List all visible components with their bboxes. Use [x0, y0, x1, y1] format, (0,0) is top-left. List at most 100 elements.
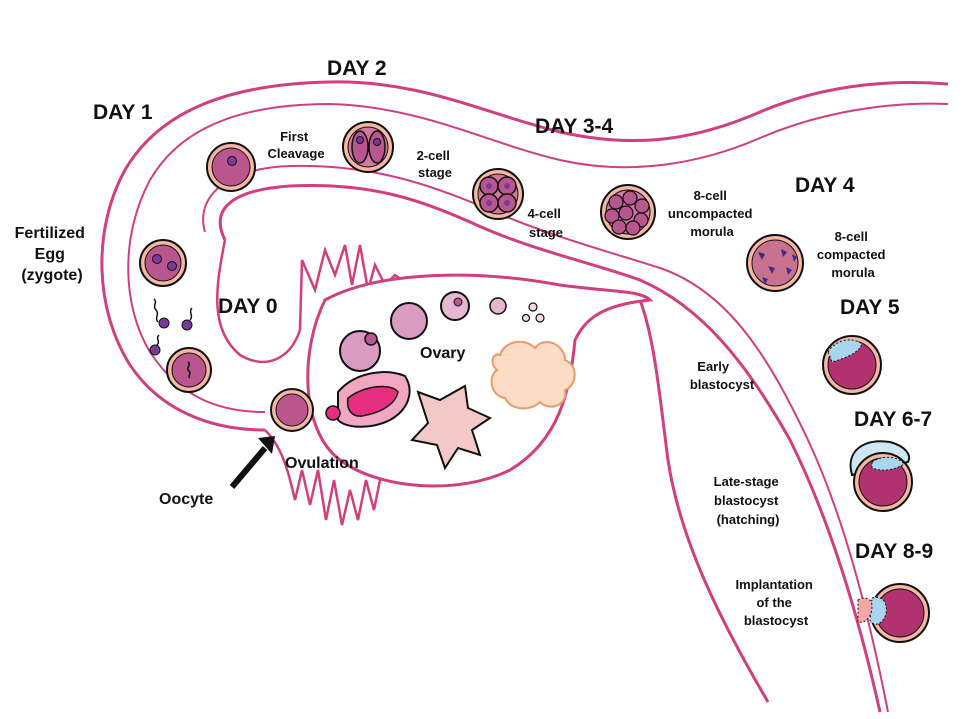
- uncompacted-cell-7: [611, 219, 627, 235]
- label-early-blastocyst-line-2: blastocyst: [690, 377, 755, 392]
- label-4-cell-line-2: stage: [529, 225, 563, 240]
- zygote-pronucleus-1: [152, 254, 162, 264]
- compacted-inner: [751, 239, 799, 287]
- labels: DAY 1 DAY 2 DAY 3-4 DAY 4 DAY 0 DAY 5 DA…: [15, 57, 934, 628]
- uncompacted-cell-2: [622, 190, 638, 206]
- cleaving-egg: [206, 142, 256, 192]
- released-egg: [325, 405, 341, 421]
- label-day-8-9: DAY 8-9: [855, 540, 933, 563]
- label-uncompacted-line-3: morula: [690, 224, 734, 239]
- two-cell-embryo: [342, 121, 394, 173]
- label-late-blastocyst: Late-stage blastocyst (hatching): [714, 474, 783, 527]
- label-compacted-line-3: morula: [831, 265, 875, 280]
- label-day-6-7: DAY 6-7: [854, 408, 932, 431]
- follicle-tiny: [489, 297, 507, 315]
- label-fertilized-line-2: Egg: [35, 246, 65, 263]
- label-early-blastocyst: Early blastocyst: [690, 359, 755, 392]
- sperm-tail-1: [153, 298, 159, 323]
- two-cell-nucleus-2: [373, 138, 381, 146]
- sperm-head-1: [158, 317, 170, 329]
- label-day-3-4: DAY 3-4: [535, 115, 614, 138]
- tube-lower-outer: [218, 183, 882, 713]
- oocyte-arrowhead: [258, 436, 275, 454]
- compacted-nucleus-3: [768, 266, 775, 274]
- follicle-dot-2: [535, 313, 545, 323]
- hatching-mass: [871, 456, 905, 471]
- two-cell-blastomere-2: [368, 130, 386, 164]
- label-4-cell-stage: 4-cell stage: [528, 206, 565, 240]
- zygote-inner: [144, 244, 182, 282]
- label-day-2: DAY 2: [327, 57, 387, 80]
- oocyte: [270, 388, 314, 432]
- four-cell-nucleus-2: [504, 183, 510, 189]
- early-blastocyst-mass: [827, 339, 863, 363]
- label-first-cleavage-line-2: Cleavage: [267, 146, 324, 161]
- fallopian-tube: [100, 80, 949, 713]
- label-implantation-line-3: blastocyst: [744, 613, 809, 628]
- zygote: [139, 239, 187, 287]
- label-8-cell-uncompacted: 8-cell uncompacted morula: [668, 188, 756, 239]
- label-early-blastocyst-line-1: Early: [697, 359, 730, 374]
- label-uncompacted-line-1: 8-cell: [694, 188, 727, 203]
- label-day-4: DAY 4: [795, 174, 855, 197]
- ruptured-follicle-core: [346, 385, 399, 417]
- uncompacted-cell-1: [608, 194, 624, 210]
- four-cell-nucleus-4: [504, 200, 510, 206]
- two-cell-blastomere-1: [351, 130, 369, 164]
- label-compacted-line-1: 8-cell: [835, 229, 868, 244]
- label-day-0: DAY 0: [218, 295, 278, 318]
- follicle-medium: [390, 302, 428, 340]
- hatching-blastocyst: [849, 440, 913, 512]
- label-ovary: Ovary: [420, 345, 465, 362]
- uncompacted-cell-5: [618, 205, 634, 221]
- label-2-cell-line-2: stage: [418, 165, 452, 180]
- sperm-tail-2: [189, 307, 193, 321]
- label-2-cell-stage: 2-cell stage: [417, 148, 454, 180]
- label-day-1: DAY 1: [93, 101, 153, 124]
- four-cell-nucleus-1: [486, 183, 492, 189]
- two-cell-nucleus-1: [356, 136, 364, 144]
- oocyte-inner: [275, 393, 309, 427]
- early-blastocyst: [822, 335, 882, 395]
- label-late-blastocyst-line-1: Late-stage: [714, 474, 779, 489]
- label-uncompacted-line-2: uncompacted: [668, 206, 753, 221]
- uncompacted-cell-3: [634, 198, 650, 214]
- follicle-dot-3: [521, 313, 531, 323]
- four-cell-nucleus-3: [486, 200, 492, 206]
- oocyte-arrow: [229, 446, 268, 489]
- sperm-head-2: [181, 319, 193, 331]
- label-implantation-line-2: of the: [756, 595, 791, 610]
- cleaving-egg-inner: [211, 147, 251, 187]
- penetrated-egg-sperm: [186, 361, 191, 379]
- tube-lower-inner: [202, 164, 889, 713]
- label-implantation-line-1: Implantation: [736, 577, 813, 592]
- ovary: [306, 273, 654, 488]
- label-4-cell-line-1: 4-cell: [528, 206, 561, 221]
- tube-outer-wall: [100, 80, 949, 432]
- sperm-tail-3: [156, 334, 160, 346]
- implanting-blastocyst: [857, 583, 930, 643]
- label-fertilized-egg: Fertilized Egg (zygote): [15, 225, 90, 284]
- label-fertilized-line-1: Fertilized: [15, 225, 85, 242]
- label-2-cell-line-1: 2-cell: [417, 148, 450, 163]
- follicle-small-egg: [453, 297, 463, 307]
- corpus-luteum-cloud: [490, 340, 576, 410]
- compacted-nucleus-6: [792, 254, 797, 262]
- label-late-blastocyst-line-2: blastocyst: [714, 493, 779, 508]
- label-fertilized-line-3: (zygote): [21, 267, 82, 284]
- compacted-nucleus-1: [758, 252, 765, 260]
- label-first-cleavage-line-1: First: [280, 129, 309, 144]
- label-compacted-line-2: compacted: [817, 247, 886, 262]
- sperm-head-3: [149, 344, 161, 356]
- follicle-egg: [364, 332, 378, 346]
- label-ovulation: Ovulation: [285, 455, 359, 472]
- follicle-small: [440, 291, 470, 321]
- compacted-nucleus-5: [762, 277, 768, 284]
- tube-inner-wall: [127, 102, 949, 413]
- penetrated-egg: [166, 347, 212, 393]
- label-late-blastocyst-line-3: (hatching): [717, 512, 780, 527]
- label-implantation: Implantation of the blastocyst: [736, 577, 817, 628]
- implanting-invasion: [857, 597, 873, 623]
- uncompacted-cell-4: [604, 208, 620, 224]
